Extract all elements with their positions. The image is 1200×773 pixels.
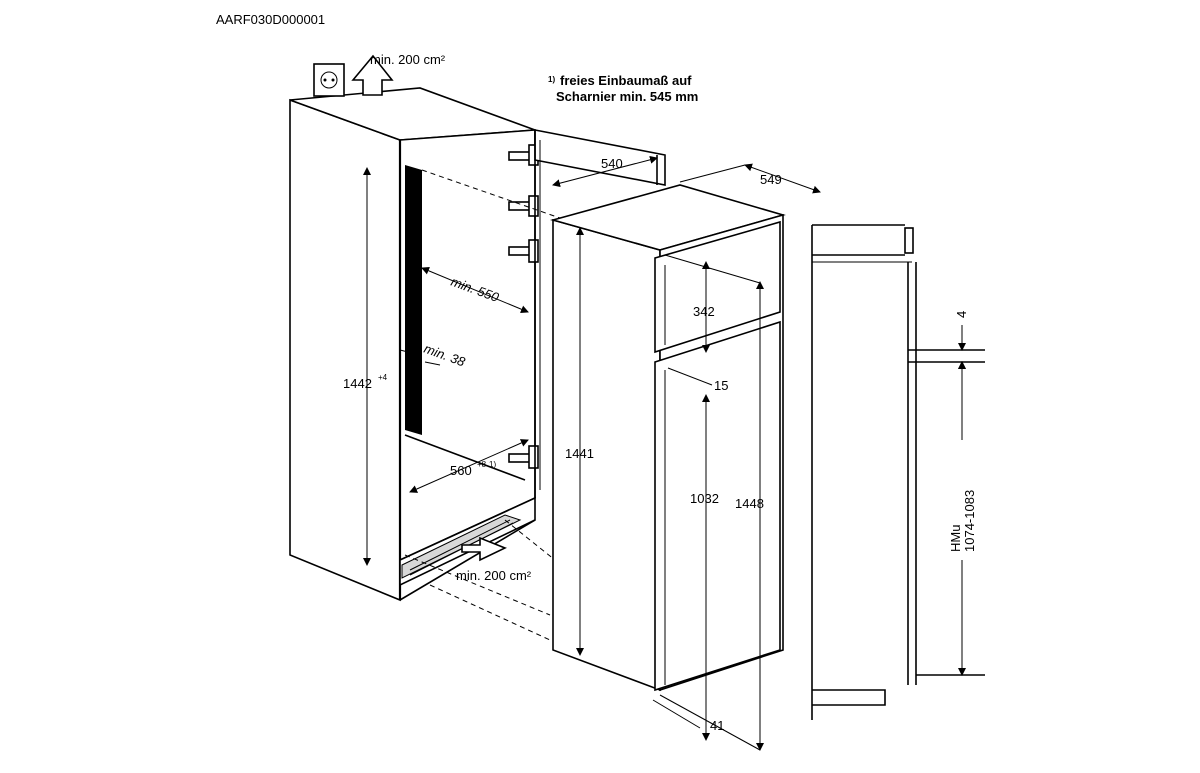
- projection-lines: [404, 169, 561, 641]
- dim-hmu-label: HMu: [948, 525, 963, 552]
- dim-width: 560: [450, 463, 472, 478]
- dim-appliance-depth-line: [744, 163, 821, 194]
- airflow-in-arrow-icon: [461, 536, 507, 562]
- dim-bottom-ext-b: [652, 699, 701, 729]
- dim-top-gap: 4: [954, 311, 969, 318]
- dim-freezer-door: 342: [693, 304, 715, 319]
- appliance: [550, 184, 786, 692]
- dim-hmu-range: 1074-1083: [962, 490, 977, 552]
- dim-niche-height-tol: +4: [378, 373, 388, 382]
- dim-door-depth: 540: [601, 156, 623, 171]
- dim-fridge-door: 1032: [690, 491, 719, 506]
- footnote-marker: 1): [548, 75, 555, 84]
- dim-total-height: 1441: [565, 446, 594, 461]
- dim-bottom-ext-a: [659, 694, 761, 751]
- dim-gap-line-a: [399, 349, 421, 358]
- ventilation-top-label: min. 200 cm²: [370, 52, 446, 67]
- dim-door-depth-line: [552, 155, 658, 188]
- drawing-code: AARF030D000001: [216, 12, 325, 27]
- footnote-line-2: Scharnier min. 545 mm: [556, 89, 698, 104]
- dim-overall-height: 1448: [735, 496, 764, 511]
- airflow-up-arrow-icon: [351, 54, 394, 96]
- dim-door-gap: 15: [714, 378, 728, 393]
- footnote-line-1: freies Einbaumaß auf: [560, 73, 692, 88]
- dim-niche-height: 1442: [343, 376, 372, 391]
- dim-depth-min-line: [421, 266, 529, 314]
- ventilation-bottom-label: min. 200 cm²: [456, 568, 532, 583]
- power-socket-icon: [313, 63, 345, 97]
- side-profile: [811, 224, 985, 720]
- dim-width-tol: +8: [477, 460, 487, 469]
- niche-cabinet: [289, 87, 536, 602]
- dim-gap-line-b: [424, 361, 441, 366]
- dim-width-line: [409, 439, 529, 493]
- dim-door-gap-line: [667, 367, 713, 386]
- dim-bottom-offset: 41: [710, 718, 724, 733]
- dim-freezer-door-ext: [664, 254, 761, 284]
- dim-appliance-depth-ext: [679, 164, 746, 183]
- footnote: 1) freies Einbaumaß auf Scharnier min. 5…: [548, 73, 698, 104]
- dim-width-note: 1): [489, 460, 496, 469]
- dim-appliance-depth: 549: [760, 172, 782, 187]
